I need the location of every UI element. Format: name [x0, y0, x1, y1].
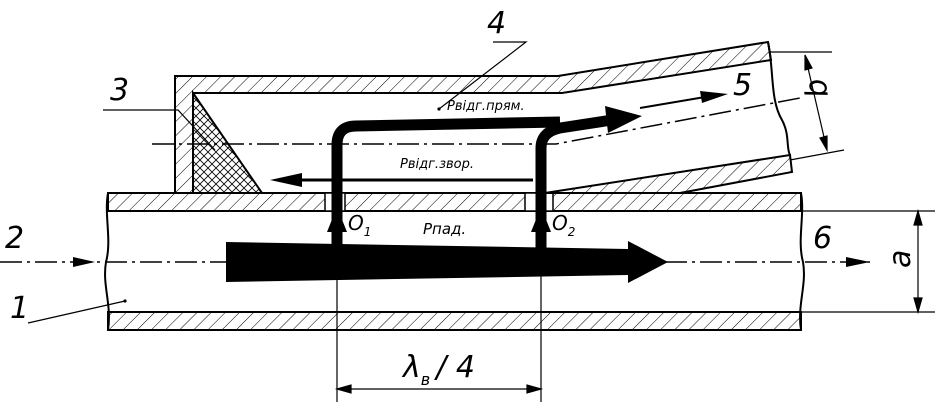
auxiliary-waveguide — [174, 40, 794, 194]
callout-4: 4 — [487, 6, 506, 41]
coupling-paths — [327, 106, 642, 262]
leader-3 — [103, 109, 216, 151]
aux-branch-lower-wall — [544, 153, 794, 194]
dimension-a-label: a — [883, 250, 918, 268]
aperture-o2-label: O2 — [552, 211, 575, 239]
break-line-right — [799, 192, 805, 331]
o1-subscript: 1 — [364, 225, 372, 239]
aperture-o1-label: O1 — [348, 211, 371, 239]
incident-power-label: Pпад. — [423, 220, 466, 238]
output-arrow — [846, 257, 870, 267]
dimension-a — [801, 208, 935, 315]
direct-output-arrow — [639, 91, 728, 109]
aux-top-wall — [174, 40, 773, 194]
callout-6: 6 — [813, 221, 832, 256]
leader-dot-1 — [123, 299, 127, 303]
reverse-power-label: Pвідг.звор. — [400, 157, 474, 172]
input-arrow — [73, 257, 95, 267]
o2-subscript: 2 — [568, 225, 576, 239]
matched-load — [192, 89, 264, 194]
leader-1 — [27, 300, 126, 324]
lambda-subscript: в — [421, 370, 430, 389]
lambda-label: λв/ 4 — [401, 350, 475, 389]
o1-letter: O — [348, 211, 364, 235]
leader-4 — [438, 41, 528, 110]
callout-2: 2 — [5, 221, 24, 256]
aux-axis — [152, 97, 801, 145]
io-arrows — [73, 257, 870, 267]
forward-wave-arrowhead — [605, 106, 642, 133]
callout-3: 3 — [110, 73, 129, 108]
main-waveguide-bottom-wall — [107, 311, 802, 331]
leader-dot-4 — [437, 107, 441, 111]
callout-1: 1 — [10, 291, 29, 326]
lambda-quarter: / 4 — [433, 350, 475, 385]
coupling-path-o2 — [535, 114, 613, 262]
dimension-b — [770, 51, 845, 161]
o2-letter: O — [552, 211, 568, 235]
direct-power-label: Pвідг.прям. — [447, 99, 525, 114]
coupling-path-o1 — [331, 116, 561, 262]
incident-wave-arrow — [226, 241, 668, 283]
o1-up-arrowhead — [327, 207, 347, 232]
lambda-symbol: λ — [401, 350, 421, 385]
o2-up-arrowhead — [531, 207, 551, 232]
dimension-b-label: b — [798, 76, 836, 101]
leader-lines — [27, 41, 528, 324]
aux-branch-break — [767, 41, 791, 156]
main-waveguide-top-wall — [107, 192, 802, 212]
reverse-wave — [270, 173, 533, 187]
callout-5: 5 — [733, 68, 752, 103]
